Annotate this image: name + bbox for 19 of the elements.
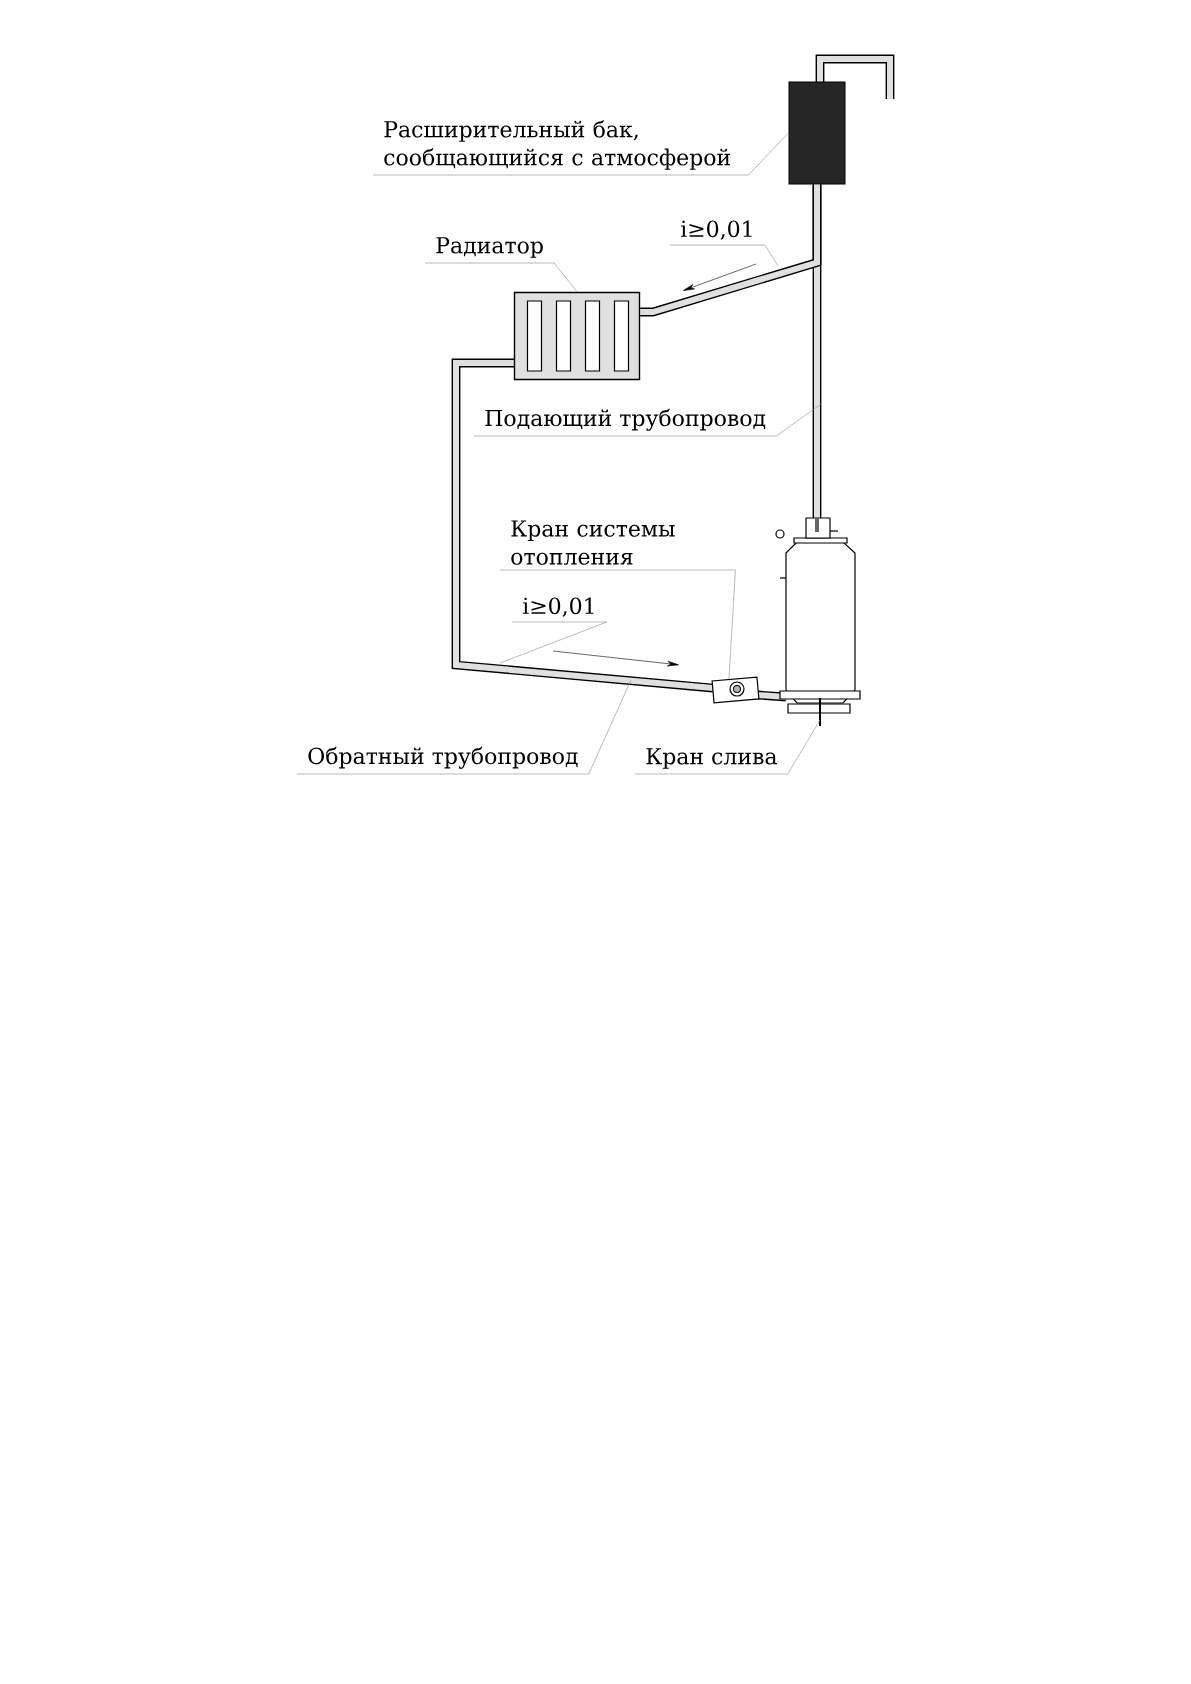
slope-label: i≥0,01 (681, 220, 752, 240)
callout-label: Радиатор (436, 237, 543, 258)
callout-label: Кран системы отопления (511, 520, 675, 565)
callout-label: Обратный трубопровод (308, 746, 578, 769)
callout-label: Расширительный бак, сообщающийся с атмосферой (384, 120, 730, 170)
expansion-tank (788, 81, 846, 185)
leader-line (296, 679, 632, 775)
leader-line (669, 244, 779, 267)
leader-line (372, 132, 789, 176)
leader-line (424, 262, 578, 293)
leader-line (473, 403, 822, 437)
radiator (513, 291, 641, 381)
leader-line (499, 569, 736, 680)
leader-line (499, 621, 608, 664)
leader-line (634, 719, 821, 775)
callout-label: Подающий трубопровод (485, 408, 766, 431)
slope-label: i≥0,01 (523, 597, 594, 617)
callout-label: Кран слива (646, 748, 777, 769)
pipe (640, 184, 822, 317)
